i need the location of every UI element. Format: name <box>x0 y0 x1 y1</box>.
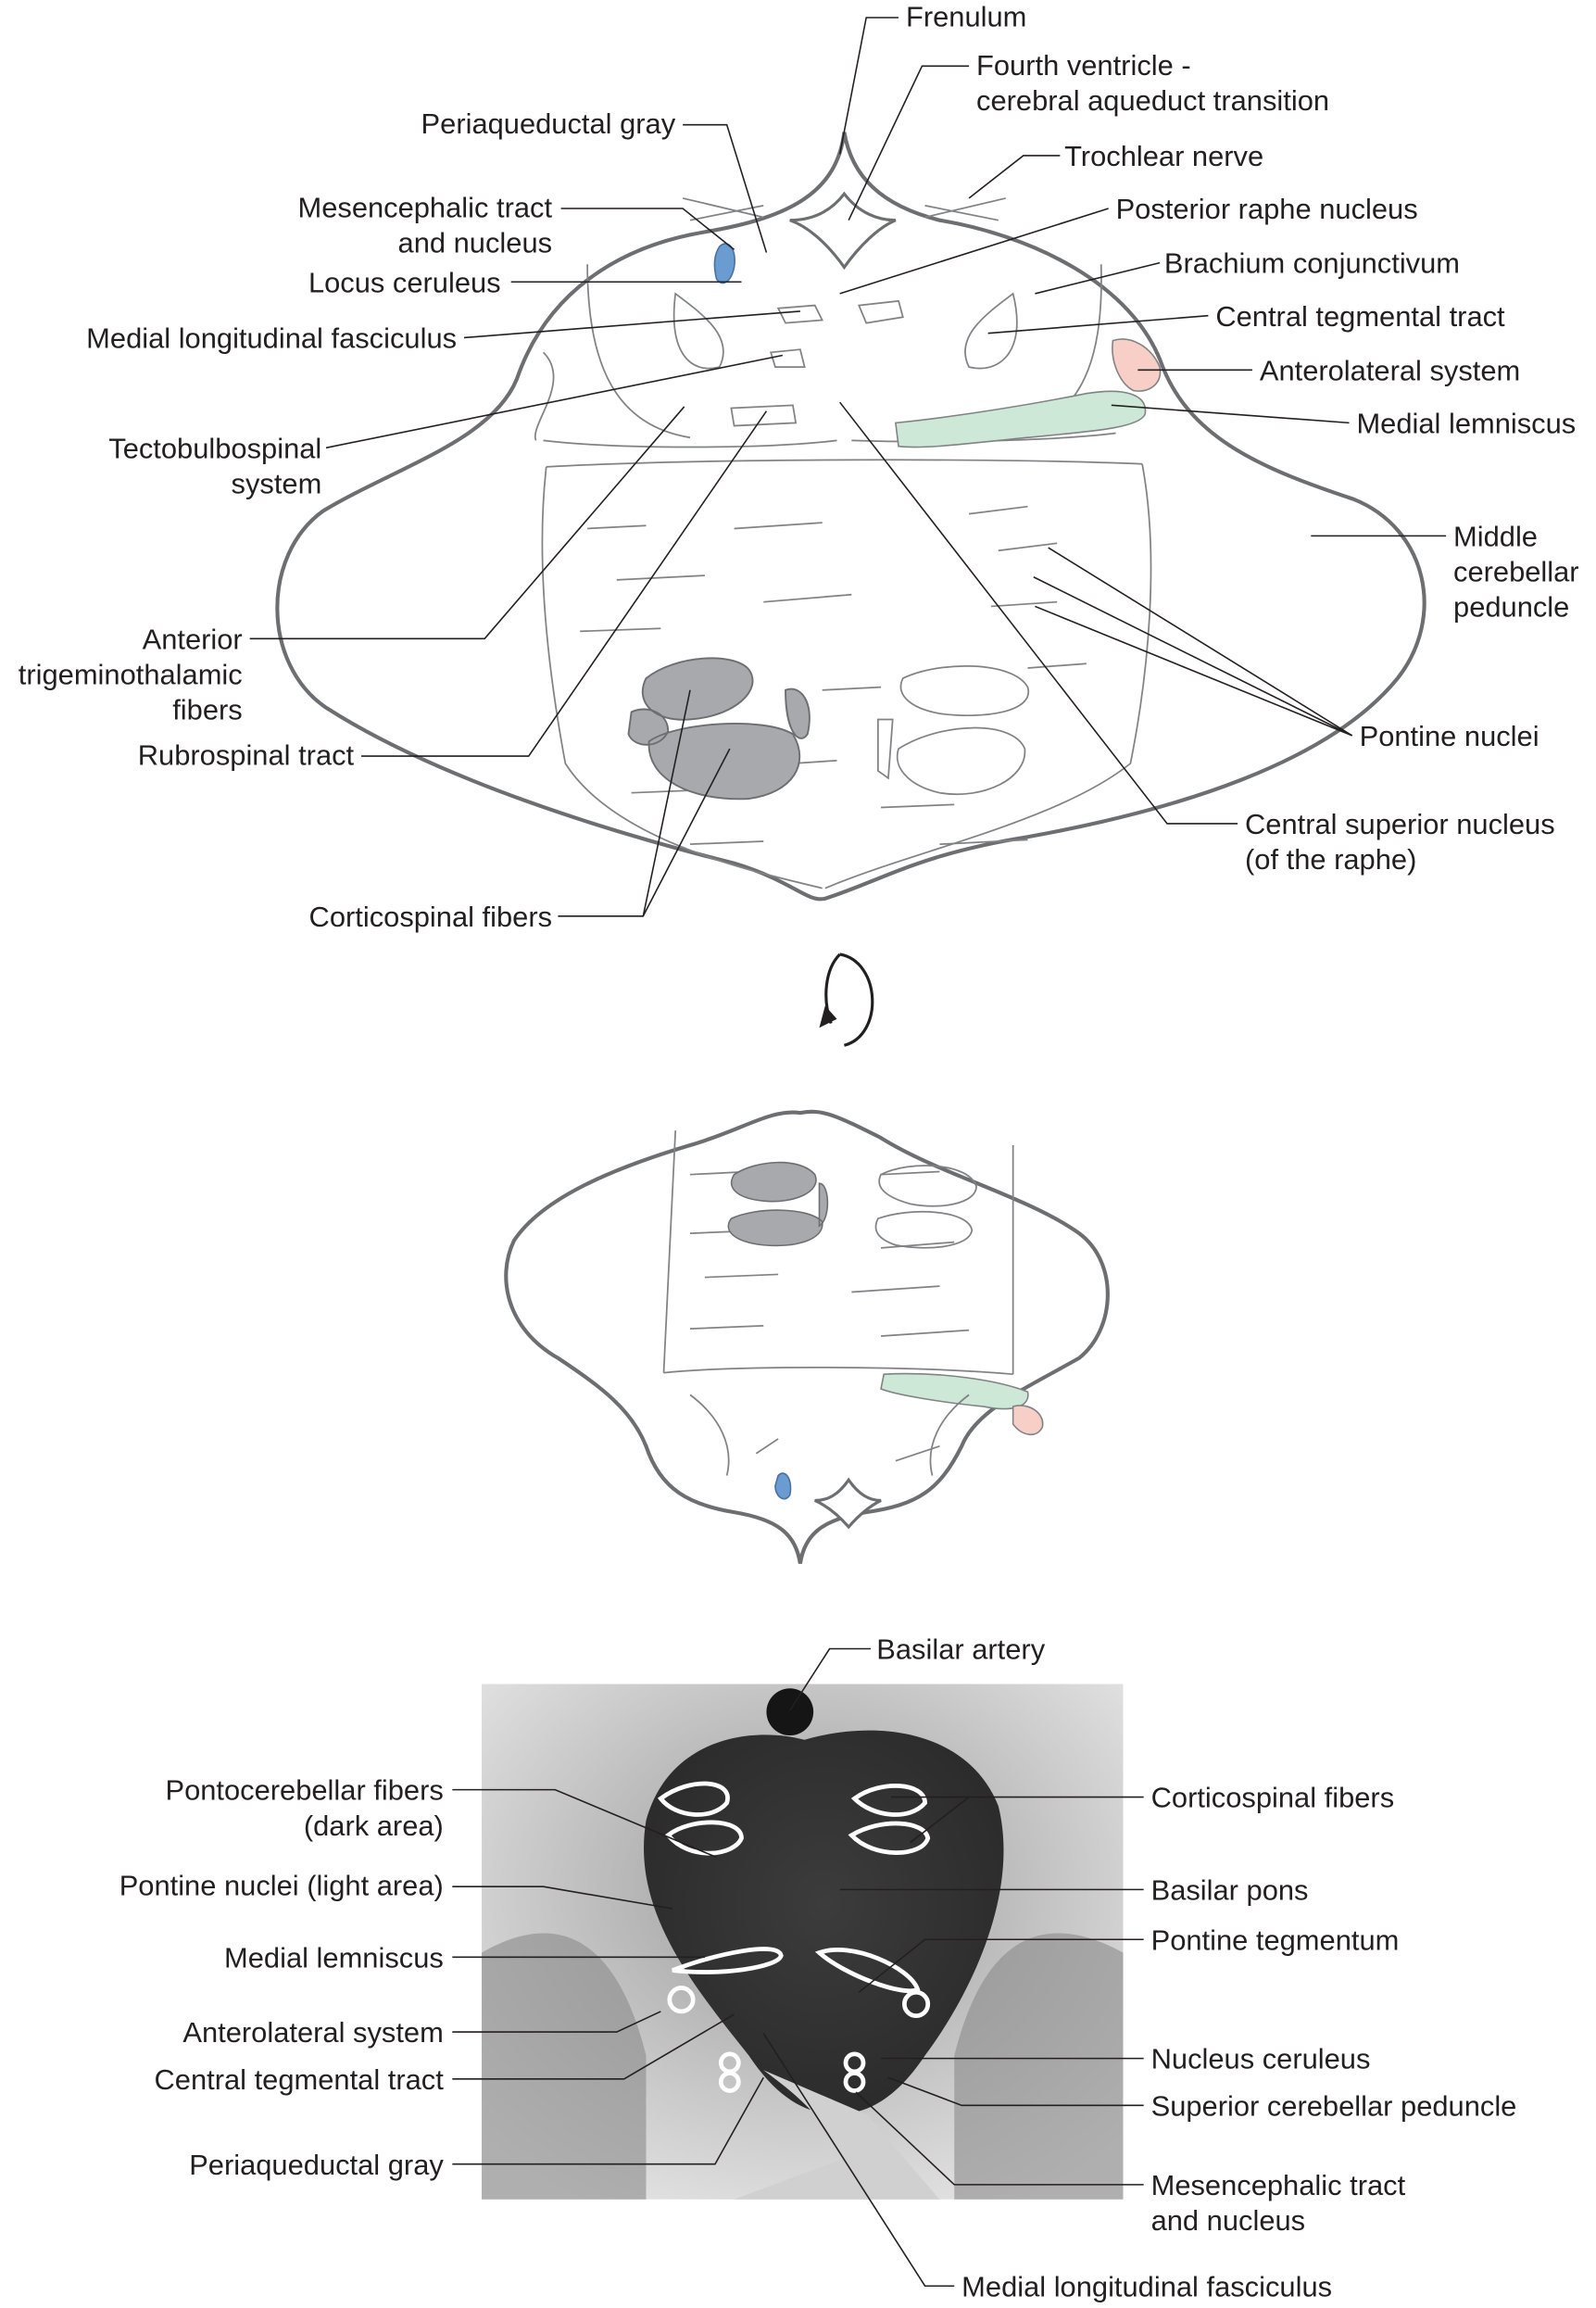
label-anterolateral-mri: Anterolateral system <box>182 2016 443 2049</box>
label-anterolateral: Anterolateral system <box>1260 354 1520 386</box>
top-pons-section <box>249 17 1447 917</box>
label-medial-lemniscus-mri: Medial lemniscus <box>224 1941 444 1974</box>
label-medial-lemniscus: Medial lemniscus <box>1356 407 1576 439</box>
label-basilar-artery: Basilar artery <box>876 1633 1045 1666</box>
label-frenulum: Frenulum <box>906 1 1026 33</box>
label-pontine-tegmentum: Pontine tegmentum <box>1151 1923 1400 1956</box>
rotated-pons-section <box>504 1109 1110 1564</box>
label-brachium-conjunctivum: Brachium conjunctivum <box>1164 247 1460 280</box>
fourth-ventricle <box>789 191 897 271</box>
mri-outlines <box>657 1781 931 2093</box>
label-corticospinal: Corticospinal fibers <box>309 901 553 933</box>
label-nucleus-ceruleus: Nucleus ceruleus <box>1151 2043 1371 2075</box>
label-mlf-mri: Medial longitudinal fasciculus <box>961 2270 1332 2302</box>
medial-lemniscus-region <box>894 390 1147 448</box>
mri-image <box>452 1647 1144 2288</box>
label-mlf: Medial longitudinal fasciculus <box>86 322 457 355</box>
corticospinal-region <box>627 657 811 801</box>
label-basilar-pons: Basilar pons <box>1151 1873 1309 1906</box>
label-central-tegmental-mri: Central tegmental tract <box>154 2063 444 2096</box>
bottom-labels: Basilar artery Pontocerebellar fibers(da… <box>119 1633 1517 2303</box>
rotate-arrow-icon <box>819 952 874 1047</box>
label-periaqueductal-mri: Periaqueductal gray <box>189 2149 444 2181</box>
pons-outline <box>275 132 1426 902</box>
label-rubrospinal: Rubrospinal tract <box>138 739 355 772</box>
label-central-superior-nucleus: Central superior nucleus(of the raphe) <box>1245 808 1555 876</box>
label-superior-cerebellar-peduncle: Superior cerebellar peduncle <box>1151 2089 1517 2122</box>
top-leader-lines <box>249 17 1447 917</box>
bottom-leader-lines <box>452 1647 1144 2288</box>
label-corticospinal-mri: Corticospinal fibers <box>1151 1782 1395 1814</box>
label-pontine-nuclei: Pontine nuclei <box>1360 720 1539 752</box>
anterolateral-system-region <box>1112 338 1162 392</box>
label-trochlear-nerve: Trochlear nerve <box>1064 140 1263 172</box>
basilar-artery <box>766 1688 814 1736</box>
label-periaqueductal-gray: Periaqueductal gray <box>421 107 676 140</box>
top-labels: Frenulum Fourth ventricle -cerebral aque… <box>19 1 1579 933</box>
label-posterior-raphe: Posterior raphe nucleus <box>1116 193 1418 225</box>
label-pontocerebellar: Pontocerebellar fibers(dark area) <box>165 1774 443 1842</box>
label-locus-ceruleus: Locus ceruleus <box>308 266 501 298</box>
label-fourth-ventricle: Fourth ventricle -cerebral aqueduct tran… <box>976 49 1329 117</box>
label-central-tegmental: Central tegmental tract <box>1215 300 1505 333</box>
label-pontine-nuclei-light: Pontine nuclei (light area) <box>119 1870 444 1902</box>
